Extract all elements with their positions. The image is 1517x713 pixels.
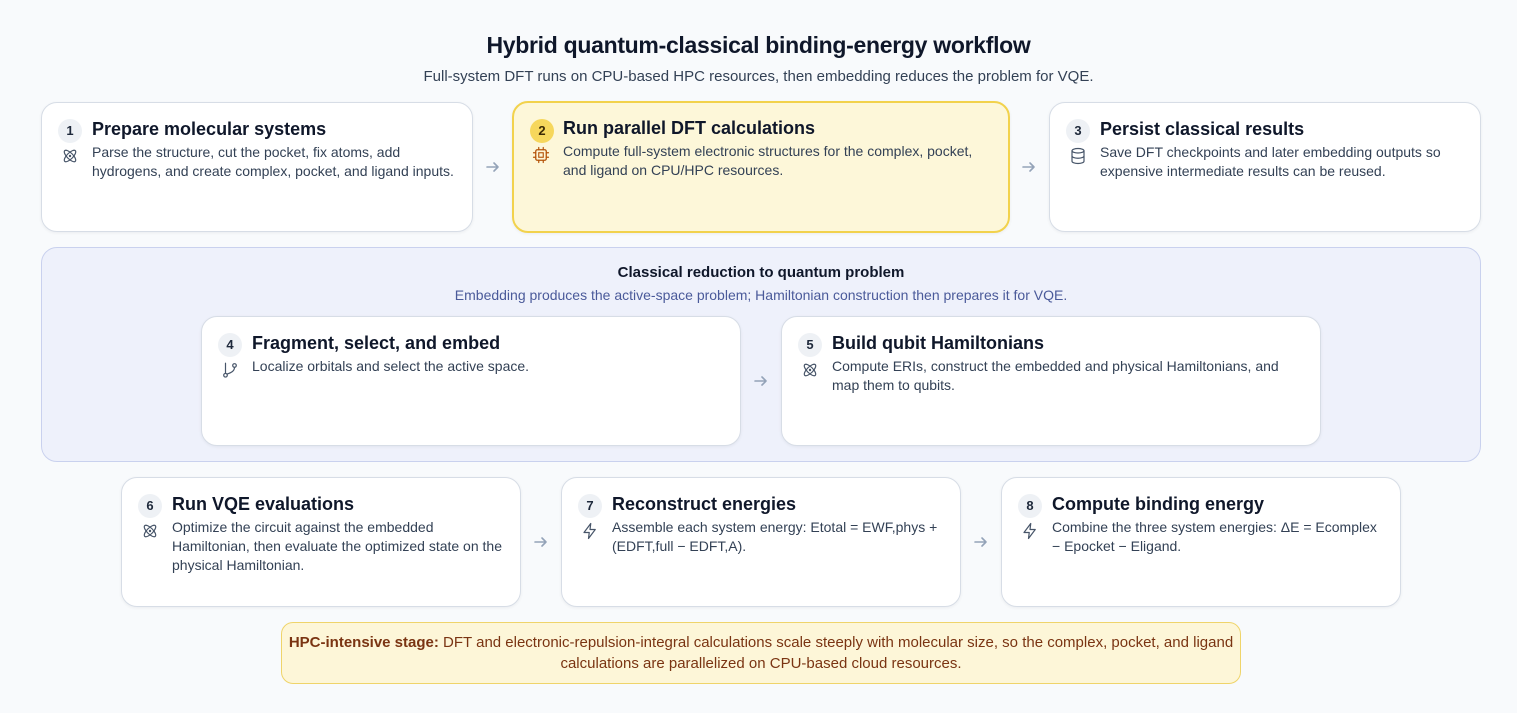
arrow-right-icon [753,373,769,389]
step-title: Reconstruct energies [612,494,797,514]
step-number-badge: 3 [1066,119,1090,143]
step-card-5: 5 Build qubit Hamiltonians Compute ERIs,… [781,316,1321,446]
step-number-badge: 4 [218,333,242,357]
step-description: Localize orbitals and select the active … [252,358,530,374]
step-title: Prepare molecular systems [92,119,327,139]
atom-icon [801,361,819,379]
lightning-icon [581,522,599,540]
step-title: Run VQE evaluations [172,494,355,514]
atom-icon [61,147,79,165]
step-title: Persist classical results [1100,119,1305,139]
step-title: Run parallel DFT calculations [563,118,816,138]
step-title: Build qubit Hamiltonians [832,333,1044,353]
group-title: Classical reduction to quantum problem [617,264,905,281]
step-title: Fragment, select, and embed [252,333,501,353]
step-card-3: 3 Persist classical results Save DFT che… [1049,102,1481,232]
hpc-note-text: DFT and electronic-repulsion-integral ca… [438,634,1234,672]
lightning-icon [1021,522,1039,540]
step-number-badge: 6 [138,494,162,518]
step-description: Optimize the circuit against the embedde… [172,519,502,573]
step-title: Compute binding energy [1052,494,1265,514]
arrow-right-icon [973,534,989,550]
step-card-7: 7 Reconstruct energies Assemble each sys… [561,477,961,607]
step-card-1: 1 Prepare molecular systems Parse the st… [41,102,473,232]
step-description: Compute ERIs, construct the embedded and… [832,358,1279,393]
step-card-8: 8 Compute binding energy Combine the thr… [1001,477,1401,607]
step-card-2: 2 Run parallel DFT calculations Compute … [512,101,1010,233]
arrow-right-icon [1021,159,1037,175]
step-card-4: 4 Fragment, select, and embed Localize o… [201,316,741,446]
step-number-badge: 7 [578,494,602,518]
step-description: Save DFT checkpoints and later embedding… [1100,144,1441,179]
atom-icon [141,522,159,540]
arrow-right-icon [485,159,501,175]
step-description: Assemble each system energy: Etotal = EW… [612,519,938,554]
cpu-icon [532,146,550,164]
step-number-badge: 1 [58,119,82,143]
database-icon [1069,147,1087,165]
hpc-note-label: HPC-intensive stage: [288,634,439,651]
step-description: Compute full-system electronic structure… [563,143,973,178]
step-number-badge: 5 [798,333,822,357]
step-number-badge: 2 [530,119,554,143]
group-subtitle: Embedding produces the active-space prob… [454,287,1068,303]
hpc-note: HPC-intensive stage: DFT and electronic-… [281,622,1241,684]
step-card-6: 6 Run VQE evaluations Optimize the circu… [121,477,521,607]
step-description: Combine the three system energies: ΔE = … [1052,519,1377,554]
step-description: Parse the structure, cut the pocket, fix… [92,144,454,179]
diagram-title: Hybrid quantum-classical binding-energy … [486,32,1031,58]
git-branch-icon [221,361,239,379]
step-number-badge: 8 [1018,494,1042,518]
diagram-subtitle: Full-system DFT runs on CPU-based HPC re… [423,68,1094,85]
arrow-right-icon [533,534,549,550]
